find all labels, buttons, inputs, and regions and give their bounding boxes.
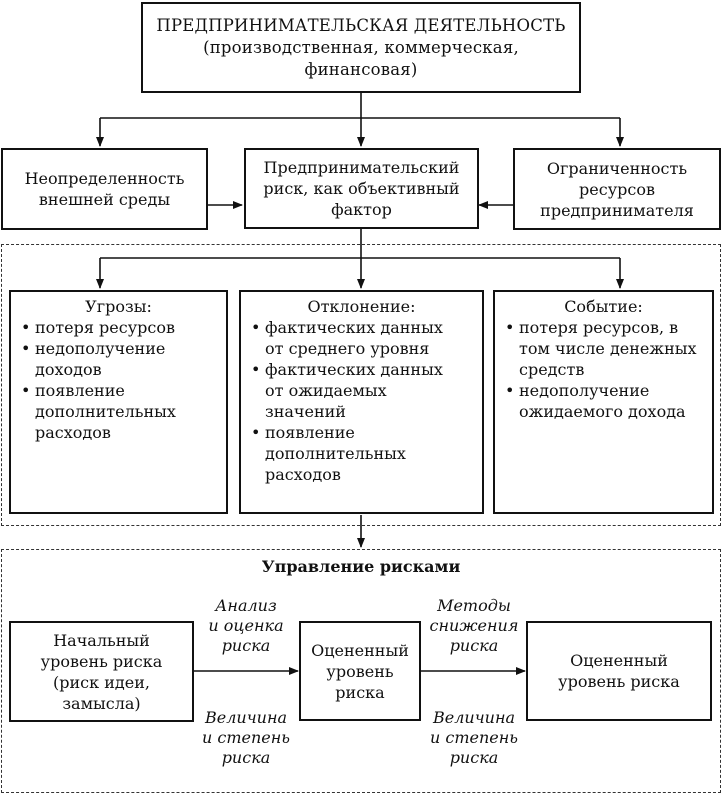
deviation-box: Отклонение: фактических данных от средне… bbox=[239, 290, 484, 514]
assessed-risk-level-box: Оцененный уровень риска bbox=[299, 621, 421, 721]
initial-risk-line-2: уровень риска bbox=[40, 651, 163, 671]
event-box: Событие: потеря ресурсов, в том числе де… bbox=[493, 290, 714, 514]
threats-list: потеря ресурсов недополучение доходов по… bbox=[17, 317, 220, 443]
external-uncertainty-box: Неопределенность внешней среды bbox=[1, 148, 208, 230]
limited-resources-box: Ограниченность ресурсов предпринимателя bbox=[513, 148, 721, 230]
magnitude-right-line-3: риска bbox=[449, 748, 499, 767]
analysis-label-line-1: Анализ bbox=[215, 596, 277, 615]
event-heading: Событие: bbox=[564, 297, 643, 316]
analysis-label-line-3: риска bbox=[221, 636, 271, 655]
magnitude-right-line-2: и степень bbox=[429, 728, 518, 747]
magnitude-degree-label-left: Величина и степень риска bbox=[196, 708, 296, 768]
initial-risk-line-1: Начальный bbox=[53, 630, 150, 650]
initial-risk-level-box: Начальный уровень риска (риск идеи, замы… bbox=[9, 621, 194, 722]
methods-label-line-2: снижения bbox=[429, 616, 519, 635]
event-item: недополучение ожидаемого дохода bbox=[501, 380, 709, 422]
entrepreneurial-activity-box: ПРЕДПРИНИМАТЕЛЬСКАЯ ДЕЯТЕЛЬНОСТЬ (произв… bbox=[141, 2, 581, 93]
initial-risk-line-4: замысла) bbox=[62, 693, 141, 713]
threats-heading: Угрозы: bbox=[85, 297, 152, 316]
magnitude-left-line-3: риска bbox=[221, 748, 271, 767]
deviation-item: появление дополнительных расходов bbox=[247, 422, 455, 485]
analysis-label-line-2: и оценка bbox=[208, 616, 284, 635]
magnitude-left-line-1: Величина bbox=[204, 708, 288, 727]
risk-management-title: Управление рисками bbox=[261, 557, 461, 576]
deviation-heading: Отклонение: bbox=[307, 297, 416, 316]
final-risk-level-box: Оцененный уровень риска bbox=[526, 621, 712, 721]
external-uncertainty-line-1: Неопределенность bbox=[24, 169, 185, 188]
initial-risk-line-3: (риск идеи, bbox=[53, 672, 150, 692]
magnitude-left-line-2: и степень bbox=[201, 728, 290, 747]
entrepreneurial-risk-line-1: Предпринимательский bbox=[263, 158, 460, 177]
assessed-risk-line-1: Оцененный bbox=[311, 640, 409, 660]
limited-resources-line-1: Ограниченность bbox=[546, 158, 688, 178]
risk-manifestations-group bbox=[1, 244, 721, 526]
threats-item: недополучение доходов bbox=[17, 338, 185, 380]
entrepreneurial-risk-line-3: фактор bbox=[331, 200, 392, 219]
threats-box: Угрозы: потеря ресурсов недополучение до… bbox=[9, 290, 228, 514]
event-item: потеря ресурсов, в том числе денежных ср… bbox=[501, 317, 699, 380]
external-uncertainty-line-2: внешней среды bbox=[38, 190, 171, 209]
magnitude-right-line-1: Величина bbox=[432, 708, 516, 727]
assessed-risk-line-3: риска bbox=[335, 682, 385, 702]
methods-label-line-1: Методы bbox=[437, 596, 511, 615]
methods-label-line-3: риска bbox=[449, 636, 499, 655]
threats-item: появление дополнительных расходов bbox=[17, 380, 205, 443]
entrepreneurial-risk-line-2: риск, как объективный bbox=[263, 179, 460, 198]
limited-resources-line-3: предпринимателя bbox=[540, 200, 694, 220]
entrepreneurial-activity-subtitle-1: (производственная, коммерческая, bbox=[203, 37, 519, 57]
final-risk-line-2: уровень риска bbox=[558, 672, 680, 691]
entrepreneurial-risk-box: Предпринимательский риск, как объективны… bbox=[244, 148, 479, 229]
final-risk-line-1: Оцененный bbox=[570, 651, 668, 670]
threats-item: потеря ресурсов bbox=[17, 317, 220, 338]
reduction-methods-label: Методы снижения риска bbox=[423, 596, 525, 656]
magnitude-degree-label-right: Величина и степень риска bbox=[423, 708, 525, 768]
event-list: потеря ресурсов, в том числе денежных ср… bbox=[501, 317, 706, 422]
risk-management-group bbox=[1, 549, 721, 793]
assessed-risk-line-2: уровень bbox=[326, 661, 394, 681]
deviation-item: фактических данных от ожидаемых значений bbox=[247, 359, 465, 422]
entrepreneurial-activity-subtitle-2: финансовая) bbox=[304, 59, 418, 79]
deviation-item: фактических данных от среднего уровня bbox=[247, 317, 465, 359]
analysis-assessment-label: Анализ и оценка риска bbox=[196, 596, 296, 656]
entrepreneurial-activity-title: ПРЕДПРИНИМАТЕЛЬСКАЯ ДЕЯТЕЛЬНОСТЬ bbox=[156, 15, 566, 35]
deviation-list: фактических данных от среднего уровня фа… bbox=[247, 317, 476, 485]
limited-resources-line-2: ресурсов bbox=[579, 179, 655, 199]
